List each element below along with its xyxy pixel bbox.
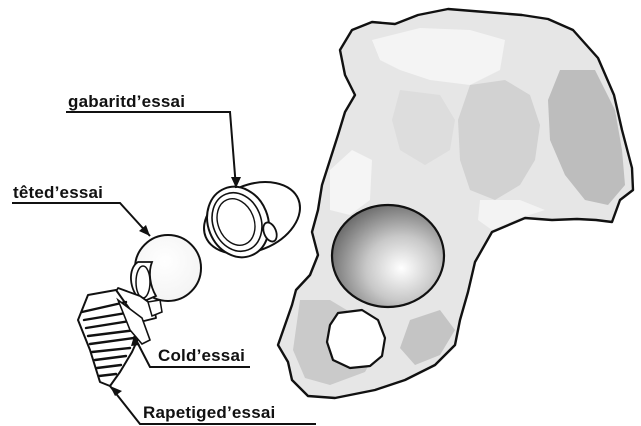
label-trial-template: gabaritd’essai	[68, 93, 185, 110]
label-trial-broach: Rapetiged’essai	[143, 404, 275, 421]
obturator-foramen	[327, 310, 385, 368]
trial-template-shape	[193, 169, 310, 268]
acetabulum-socket	[332, 205, 444, 307]
label-trial-head: têted’essai	[13, 184, 103, 201]
trial-head-shape	[131, 235, 201, 302]
leader-head	[12, 203, 150, 236]
leader-template	[66, 112, 236, 188]
label-trial-neck: Cold’essai	[158, 347, 245, 364]
hip-bone	[278, 9, 633, 398]
